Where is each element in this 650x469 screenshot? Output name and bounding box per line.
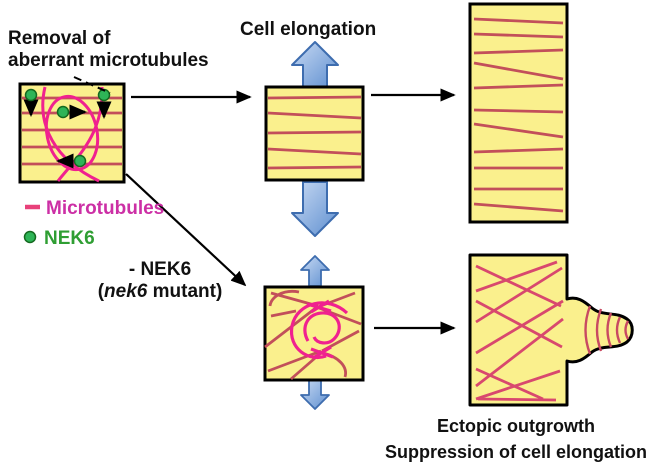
mutant-up-arrow [300, 255, 330, 287]
elongation-up-arrow [291, 41, 339, 88]
outgrowth-ring-microtubules [584, 305, 630, 355]
cell-mutant [263, 255, 365, 410]
microtubule-swirl [289, 299, 349, 360]
microtubule-lines [473, 17, 564, 213]
mutant-down-arrow [300, 379, 330, 410]
mutant-label-line1: - NEK6 [128, 259, 192, 280]
dashed-pointer-line [73, 76, 111, 94]
nek6-dots [24, 88, 111, 168]
mutant-label-line2: (nek6 mutant) [97, 281, 223, 303]
elongation-down-arrow [291, 181, 339, 237]
cell-outgrowth [468, 253, 634, 407]
cell-elongation-label: Cell elongation [240, 19, 377, 40]
nek6-dot-icon [23, 230, 37, 244]
cell-aberrant [18, 76, 126, 184]
microtubule-lines [267, 95, 362, 170]
criss-cross-microtubule-lines [475, 260, 564, 402]
suppression-label: Suppression of cell elongation [384, 442, 648, 462]
removal-label-line1: Removal of [8, 28, 111, 49]
cell-normal [264, 41, 365, 237]
aberrant-microtubule-loops [41, 86, 104, 183]
arrow-to-mutant-cell [125, 173, 247, 287]
removal-label-line2: aberrant microtubules [8, 50, 209, 72]
mutant-label: - NEK6 (nek6 mutant) [80, 259, 240, 304]
ectopic-outgrowth-label: Ectopic outgrowth [437, 416, 595, 436]
cell-outgrowth-body [468, 253, 634, 407]
nek6-action-arrows [23, 99, 112, 169]
legend-nek6-label: NEK6 [44, 228, 95, 249]
cell-elongated [468, 2, 569, 224]
legend-microtubules-label: Microtubules [46, 198, 165, 219]
removal-label: Removal of aberrant microtubules [8, 28, 209, 73]
